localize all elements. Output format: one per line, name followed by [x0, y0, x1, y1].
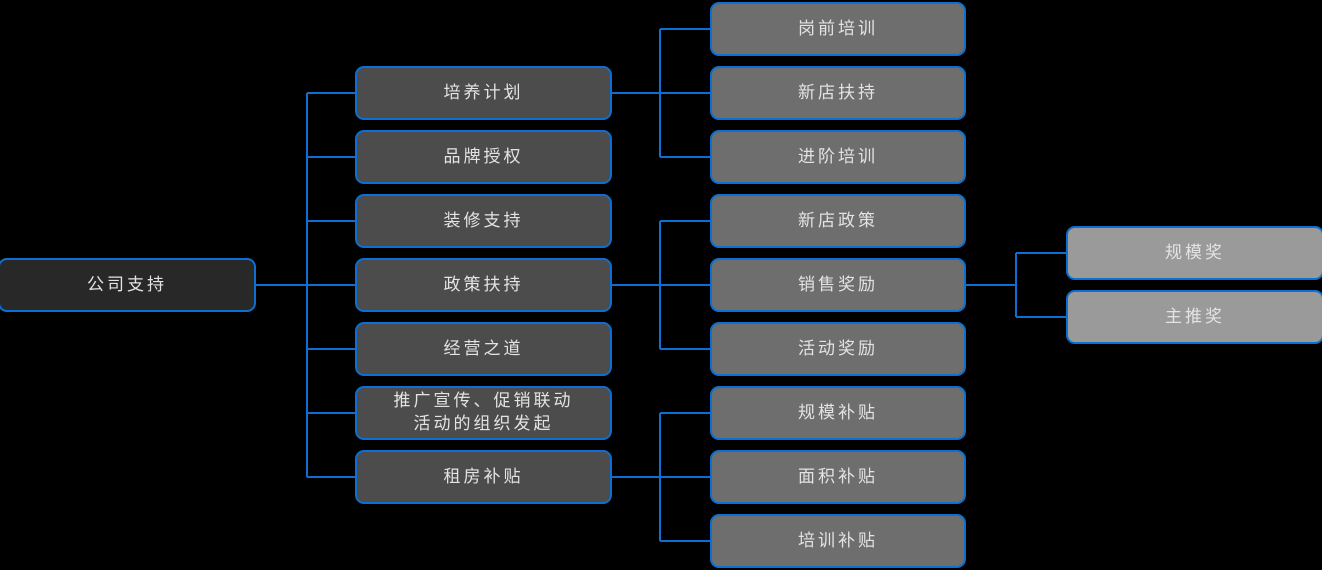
node-l2-3[interactable]: 新店政策 [710, 194, 966, 248]
node-l2-1[interactable]: 新店扶持 [710, 66, 966, 120]
node-l1-4[interactable]: 经营之道 [355, 322, 612, 376]
node-l2-6[interactable]: 规模补贴 [710, 386, 966, 440]
node-l2-2[interactable]: 进阶培训 [710, 130, 966, 184]
node-l3-0[interactable]: 规模奖 [1066, 226, 1322, 280]
node-l2-7[interactable]: 面积补贴 [710, 450, 966, 504]
node-l2-4[interactable]: 销售奖励 [710, 258, 966, 312]
node-l2-8[interactable]: 培训补贴 [710, 514, 966, 568]
node-l1-5[interactable]: 推广宣传、促销联动 活动的组织发起 [355, 386, 612, 440]
node-l2-5[interactable]: 活动奖励 [710, 322, 966, 376]
node-l1-6[interactable]: 租房补贴 [355, 450, 612, 504]
node-l1-0[interactable]: 培养计划 [355, 66, 612, 120]
node-l1-2[interactable]: 装修支持 [355, 194, 612, 248]
node-l3-1[interactable]: 主推奖 [1066, 290, 1322, 344]
node-l1-3[interactable]: 政策扶持 [355, 258, 612, 312]
node-root[interactable]: 公司支持 [0, 258, 256, 312]
node-l2-0[interactable]: 岗前培训 [710, 2, 966, 56]
node-l1-1[interactable]: 品牌授权 [355, 130, 612, 184]
